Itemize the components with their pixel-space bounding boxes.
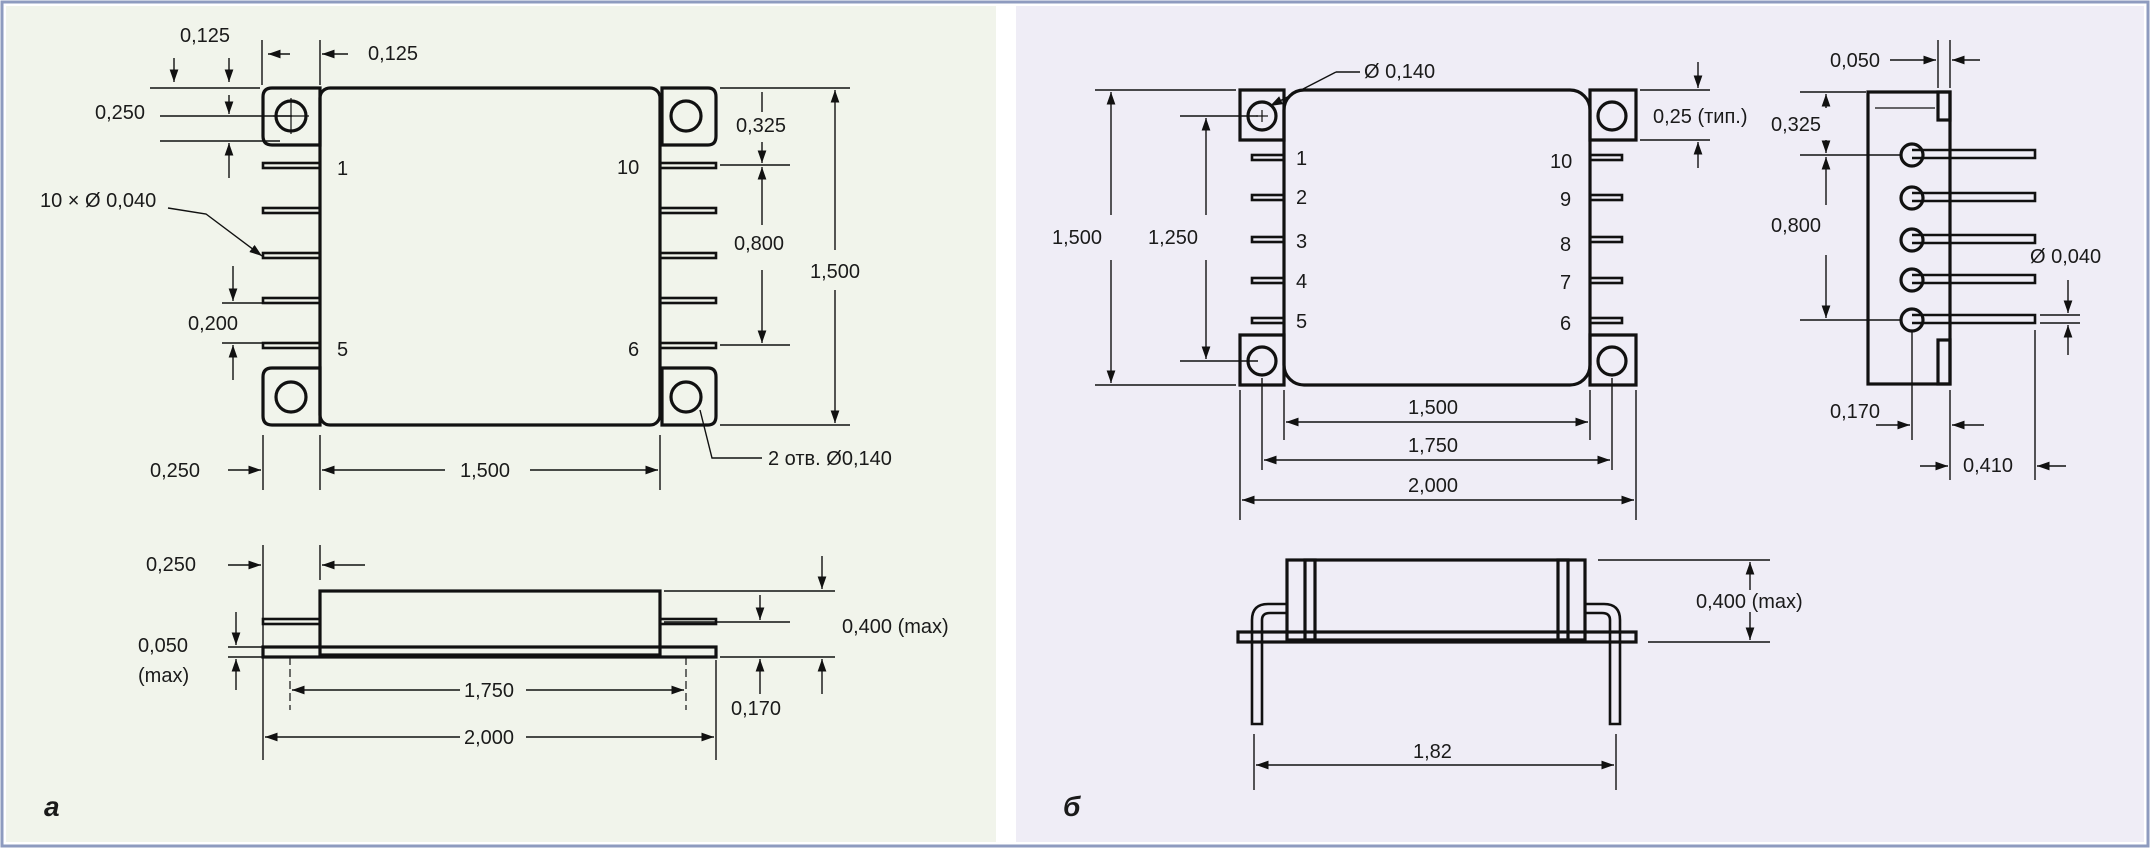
panel-a-label: а xyxy=(44,791,60,822)
pin-callout: 10 × Ø 0,040 xyxy=(40,190,156,212)
dim-label: 0,200 xyxy=(188,313,238,335)
panel-a-side-view: 0,250 0,050 (max) 0,400 (max) 0,170 1,75… xyxy=(138,545,949,760)
dim-label: 1,500 xyxy=(1408,397,1458,419)
dim-label: 1,250 xyxy=(1148,227,1198,249)
dim-label: 0,125 xyxy=(368,43,418,65)
dim-label: 2,000 xyxy=(1408,475,1458,497)
panel-b-front-body xyxy=(1285,558,1587,642)
pin-number: 6 xyxy=(628,339,639,361)
dim-label: 1,500 xyxy=(810,261,860,283)
dim-label: 1,82 xyxy=(1413,741,1452,763)
pin-number: 1 xyxy=(337,158,348,180)
pin-number: 2 xyxy=(1296,187,1307,209)
dim-label: 0,25 (тип.) xyxy=(1653,106,1748,128)
pin-number: 4 xyxy=(1296,271,1307,293)
pin-number: 5 xyxy=(1296,311,1307,333)
dim-label: 1,750 xyxy=(1408,435,1458,457)
dim-label: 0,325 xyxy=(1771,114,1821,136)
dim-label: 0,250 xyxy=(146,554,196,576)
pin-number: 1 xyxy=(1296,148,1307,170)
dim-label: 1,750 xyxy=(464,680,514,702)
panel-b-front-view: 0,400 (max) 1,82 xyxy=(1236,558,1803,790)
dim-label: 0,400 (max) xyxy=(842,616,949,638)
dim-label: Ø 0,040 xyxy=(2030,246,2101,268)
panel-b-label: б xyxy=(1063,791,1081,822)
dim-label: 0,400 (max) xyxy=(1696,591,1803,613)
pin-number: 6 xyxy=(1560,313,1571,335)
dim-label: 0,410 xyxy=(1963,455,2013,477)
dim-label: 0,050 xyxy=(1830,50,1880,72)
dim-label: 1,500 xyxy=(460,460,510,482)
pin-number: 7 xyxy=(1560,272,1571,294)
dim-label: 1,500 xyxy=(1052,227,1102,249)
dim-label: 2,000 xyxy=(464,727,514,749)
panel-a-pins xyxy=(261,161,718,350)
panel-b-side-body xyxy=(1866,90,1952,386)
pin-number: 3 xyxy=(1296,231,1307,253)
panel-a: 1 5 10 6 0,125 0,125 0,250 10 × Ø 0,040 … xyxy=(40,25,949,822)
dim-label: 0,170 xyxy=(731,698,781,720)
dim-label: 0,125 xyxy=(180,25,230,47)
dim-label: 0,250 xyxy=(150,460,200,482)
panel-b-pins xyxy=(1250,153,1624,325)
panel-a-flange-outline xyxy=(261,86,322,147)
pin-number: 10 xyxy=(1550,151,1572,173)
panel-b: 1 2 3 4 5 10 9 8 7 6 Ø 0,140 0,25 (тип.) xyxy=(1052,40,2101,822)
panel-b-top-view: 1 2 3 4 5 10 9 8 7 6 Ø 0,140 0,25 (тип.) xyxy=(1052,61,1748,520)
panel-a-top-view: 1 5 10 6 0,125 0,125 0,250 10 × Ø 0,040 … xyxy=(40,25,892,490)
dim-label: 0,170 xyxy=(1830,401,1880,423)
pin-number: 8 xyxy=(1560,234,1571,256)
dim-label: 0,050 xyxy=(138,635,188,657)
panel-b-background xyxy=(1016,6,2144,842)
pin-number: 10 xyxy=(617,157,639,179)
dim-label: 0,325 xyxy=(736,115,786,137)
dim-label: 0,800 xyxy=(1771,215,1821,237)
dim-label: 0,800 xyxy=(734,233,784,255)
dim-label: (max) xyxy=(138,665,189,687)
dim-label: 0,250 xyxy=(95,102,145,124)
hole-callout: Ø 0,140 xyxy=(1364,61,1435,83)
panel-b-side-view: 0,050 0,325 0,800 Ø 0,040 0,170 xyxy=(1771,40,2101,480)
pin-number: 5 xyxy=(337,339,348,361)
pin-number: 9 xyxy=(1560,189,1571,211)
hole-callout: 2 отв. Ø0,140 xyxy=(768,448,892,470)
panel-b-side-pins xyxy=(1899,142,2037,333)
